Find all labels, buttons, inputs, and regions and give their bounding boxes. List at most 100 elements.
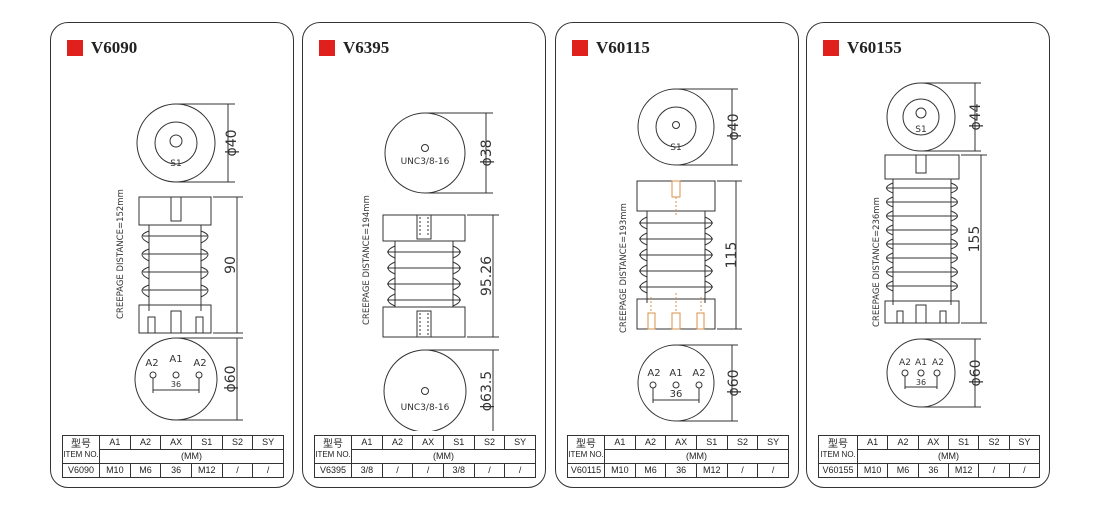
insulator-drawing: CREEPAGE DISTANCE=193mm S1 ϕ40 bbox=[619, 88, 742, 422]
red-square-icon bbox=[572, 40, 588, 56]
top-label: UNC3/8-16 bbox=[401, 157, 450, 167]
insulator-drawing: CREEPAGE DISTANCE=194mm UNC3/8-16 ϕ38 bbox=[362, 112, 499, 431]
table-row: V6090 M10 M6 36 M12 / / bbox=[62, 463, 284, 478]
bottom-label-a2-left: A2 bbox=[899, 358, 911, 368]
top-label: S1 bbox=[670, 143, 681, 153]
header-ax: AX bbox=[665, 435, 697, 450]
red-square-icon bbox=[823, 40, 839, 56]
header-s2: S2 bbox=[473, 435, 506, 450]
bottom-label: UNC3/8-16 bbox=[401, 403, 450, 413]
header-s2: S2 bbox=[726, 435, 759, 450]
table-row: V60155 M10 M6 36 M12 / / bbox=[818, 463, 1041, 478]
height-dim: 155 bbox=[967, 226, 983, 253]
product-name: V60155 bbox=[847, 38, 902, 57]
side-view: 115 bbox=[636, 180, 742, 330]
bottom-dim: ϕ60 bbox=[726, 369, 742, 396]
top-dim: ϕ40 bbox=[726, 113, 742, 140]
table-row: V6395 3/8 / / 3/8 / / bbox=[314, 463, 536, 478]
card-title: V60155 bbox=[823, 38, 902, 58]
bottom-dim: ϕ60 bbox=[223, 365, 239, 392]
product-card-v6395: V6395 CREEPAGE DISTANCE=194mm UNC3/8-16 … bbox=[302, 22, 546, 488]
top-label: S1 bbox=[170, 159, 181, 169]
card-title: V60115 bbox=[572, 38, 650, 58]
bottom-label-a2-right: A2 bbox=[932, 358, 944, 368]
product-card-v60155: V60155 CREEPAGE DISTANCE=236mm S1 ϕ44 bbox=[806, 22, 1050, 488]
top-dim: ϕ38 bbox=[479, 139, 495, 166]
top-view: S1 ϕ44 bbox=[886, 82, 984, 152]
side-view: 90 bbox=[138, 196, 243, 334]
header-a2: A2 bbox=[381, 435, 414, 450]
header-s1: S1 bbox=[190, 435, 223, 450]
header-a2: A2 bbox=[887, 435, 919, 450]
bottom-label-a2-right: A2 bbox=[692, 368, 705, 379]
unit-cell: (MM) bbox=[857, 449, 1040, 464]
top-view: S1 ϕ40 bbox=[136, 103, 240, 183]
bottom-label-a1: A1 bbox=[669, 368, 682, 379]
header-a2: A2 bbox=[129, 435, 162, 450]
top-dim: ϕ40 bbox=[224, 129, 240, 156]
bottom-spacing: 36 bbox=[916, 378, 926, 387]
top-dim: ϕ44 bbox=[968, 103, 984, 130]
header-s2: S2 bbox=[978, 435, 1010, 450]
insulator-drawing: CREEPAGE DISTANCE=152mm S1 ϕ40 bbox=[116, 103, 243, 421]
bottom-label-a2-left: A2 bbox=[647, 368, 660, 379]
card-title: V6395 bbox=[319, 38, 389, 58]
creepage-label: CREEPAGE DISTANCE=194mm bbox=[362, 195, 372, 325]
top-label: S1 bbox=[915, 125, 926, 135]
side-view: 95.26 bbox=[382, 214, 499, 338]
bottom-view: A2 A1 A2 36 ϕ60 bbox=[886, 338, 984, 408]
red-square-icon bbox=[319, 40, 335, 56]
header-ax: AX bbox=[160, 435, 192, 450]
bottom-label-a2-right: A2 bbox=[193, 358, 206, 369]
header-a1: A1 bbox=[856, 435, 889, 450]
product-card-v60115: V60115 CREEPAGE DISTANCE=193mm S1 ϕ40 bbox=[555, 22, 799, 488]
height-dim: 95.26 bbox=[479, 256, 495, 296]
side-view: 155 bbox=[884, 154, 987, 324]
header-a1: A1 bbox=[351, 435, 383, 450]
top-view: S1 ϕ40 bbox=[637, 88, 742, 166]
unit-cell: (MM) bbox=[351, 449, 536, 464]
creepage-label: CREEPAGE DISTANCE=193mm bbox=[619, 203, 629, 333]
product-name: V6090 bbox=[91, 38, 138, 57]
header-s1: S1 bbox=[442, 435, 475, 450]
unit-cell: (MM) bbox=[99, 449, 284, 464]
product-card-v6090: V6090 CREEPAGE DISTANCE=152mm S1 ϕ40 bbox=[50, 22, 294, 488]
creepage-label: CREEPAGE DISTANCE=152mm bbox=[116, 189, 126, 319]
bottom-view: A2 A1 A2 36 ϕ60 bbox=[637, 344, 742, 422]
insulator-drawing: CREEPAGE DISTANCE=236mm S1 ϕ44 bbox=[872, 82, 987, 408]
product-name: V60115 bbox=[596, 38, 650, 57]
bottom-label-a1: A1 bbox=[915, 358, 927, 368]
bottom-spacing: 36 bbox=[670, 389, 683, 400]
bottom-label-a2-left: A2 bbox=[145, 358, 158, 369]
bottom-label-a1: A1 bbox=[169, 354, 182, 365]
table-row: V60115 M10 M6 36 M12 / / bbox=[567, 463, 789, 478]
bottom-view: A2 A1 A2 36 ϕ60 bbox=[134, 337, 243, 421]
product-name: V6395 bbox=[343, 38, 390, 57]
header-sy: SY bbox=[1008, 435, 1041, 450]
top-view: UNC3/8-16 ϕ38 bbox=[384, 112, 495, 194]
header-sy: SY bbox=[252, 435, 284, 450]
bottom-dim: ϕ60 bbox=[968, 359, 984, 386]
header-ax: AX bbox=[917, 435, 949, 450]
header-sy: SY bbox=[757, 435, 789, 450]
header-s2: S2 bbox=[221, 435, 254, 450]
height-dim: 115 bbox=[724, 242, 740, 269]
red-square-icon bbox=[67, 40, 83, 56]
card-title: V6090 bbox=[67, 38, 137, 58]
header-s1: S1 bbox=[695, 435, 728, 450]
bottom-spacing: 36 bbox=[171, 380, 181, 389]
bottom-view: UNC3/8-16 ϕ63.5 bbox=[383, 349, 499, 431]
header-ax: AX bbox=[412, 435, 444, 450]
creepage-label: CREEPAGE DISTANCE=236mm bbox=[872, 197, 882, 327]
header-a2: A2 bbox=[634, 435, 667, 450]
header-s1: S1 bbox=[947, 435, 980, 450]
header-a1: A1 bbox=[604, 435, 636, 450]
